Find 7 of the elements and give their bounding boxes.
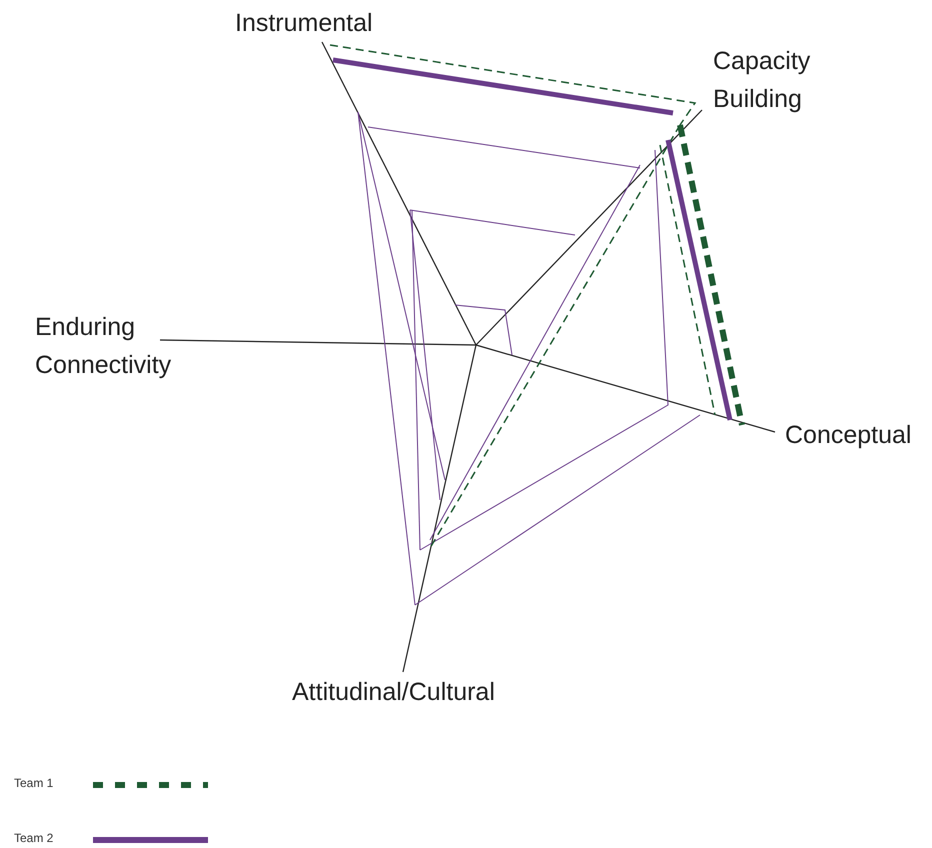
- axis-label: Attitudinal/Cultural: [292, 677, 496, 708]
- axis-label: Conceptual: [785, 420, 912, 451]
- axis-label: Enduring Connectivity: [35, 312, 172, 381]
- axis-label: Instrumental: [235, 8, 374, 39]
- axis-label: Capacity Building: [713, 46, 812, 115]
- legend-label: Team 1: [14, 776, 54, 790]
- legend-label: Team 2: [14, 831, 54, 845]
